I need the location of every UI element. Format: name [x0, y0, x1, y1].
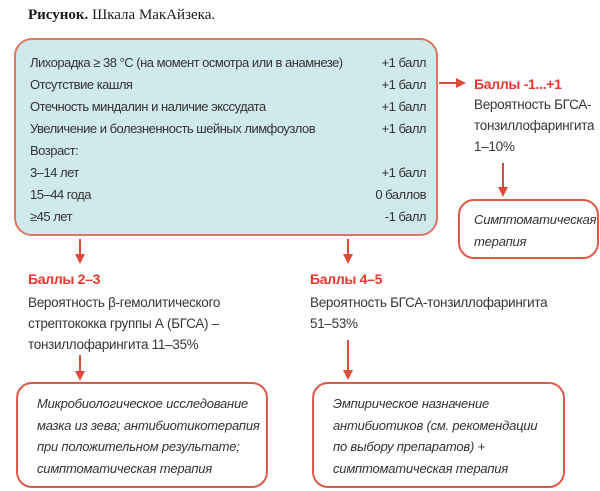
branch-high-outcome-line: антибиотиков (см. рекомендации: [333, 417, 538, 433]
criteria-label: Отсутствие кашля: [30, 77, 133, 92]
criteria-row: 15–44 года 0 баллов: [30, 184, 426, 206]
criteria-row: Возраст:: [30, 140, 426, 162]
criteria-score: +1 балл: [381, 55, 427, 70]
arrow-down-icon: [343, 239, 353, 264]
criteria-label: 15–44 года: [30, 187, 91, 202]
criteria-label: ≥45 лет: [30, 209, 73, 224]
branch-mid-outcome-line: при положительном результате;: [37, 439, 240, 454]
branch-high-probability-line: 51–53%: [310, 316, 358, 331]
branch-low-probability: Вероятность БГСА- тонзиллофарингита 1–10…: [474, 94, 596, 157]
branch-low-probability-line: Вероятность БГСА-: [474, 97, 592, 112]
branch-mid-probability-line: Вероятность β-гемолитического: [28, 295, 221, 310]
branch-mid-heading: Баллы 2–3: [28, 271, 101, 287]
arrow-down-icon: [343, 340, 353, 380]
branch-mid-outcome-line: симптоматическая терапия: [37, 460, 213, 476]
branch-high-heading: Баллы 4–5: [310, 271, 383, 287]
branch-low-outcome-line: Симптоматическая: [474, 212, 597, 227]
branch-low-outcome-box: Симптоматическая терапия: [458, 199, 599, 259]
criteria-label: Лихорадка ≥ 38 °C (на момент осмотра или…: [30, 55, 343, 70]
branch-high-outcome-box: Эмпирическое назначение антибиотиков (см…: [312, 382, 565, 488]
branch-low-outcome-line: терапия: [474, 233, 527, 249]
criteria-score: +1 балл: [381, 165, 427, 180]
branch-mid-probability-line: стрептококка группы А (БГСА) –: [28, 316, 219, 331]
criteria-row: Отечность миндалин и наличие экссудата +…: [30, 96, 427, 118]
branch-mid-probability: Вероятность β-гемолитического стрептокок…: [28, 292, 308, 355]
branch-low-probability-line: тонзиллофарингита: [474, 118, 595, 133]
branch-high-probability-line: Вероятность БГСА-тонзиллофарингита: [310, 295, 548, 310]
criteria-label: 3–14 лет: [30, 165, 79, 180]
arrow-down-icon: [75, 239, 85, 264]
branch-low-heading: Баллы -1...+1: [474, 76, 562, 92]
criteria-label: Возраст:: [30, 143, 79, 158]
branch-high-outcome-line: Эмпирическое назначение: [333, 396, 490, 411]
branch-mid-probability-line: тонзиллофарингита 11–35%: [28, 337, 199, 352]
figure-caption: Рисунок. Шкала МакАйзека.: [28, 7, 215, 24]
branch-high-outcome-line: симптоматическая терапия: [333, 460, 509, 476]
branch-high-outcome-line: по выбору препаратов) +: [333, 439, 485, 454]
criteria-label: Увеличение и болезненность шейных лимфоу…: [30, 121, 316, 136]
figure-caption-text: Шкала МакАйзека.: [88, 7, 216, 23]
branch-mid-outcome-box: Микробиологическое исследование мазка из…: [16, 382, 268, 488]
branch-low-probability-line: 1–10%: [474, 139, 515, 154]
branch-high-probability: Вероятность БГСА-тонзиллофарингита 51–53…: [310, 292, 590, 334]
criteria-score: -1 балл: [384, 209, 427, 224]
criteria-row: Увеличение и болезненность шейных лимфоу…: [30, 118, 427, 140]
criteria-score: 0 баллов: [375, 187, 426, 202]
criteria-row: ≥45 лет -1 балл: [30, 206, 427, 228]
arrow-down-icon: [75, 355, 85, 381]
criteria-box: Лихорадка ≥ 38 °C (на момент осмотра или…: [14, 38, 438, 236]
branch-mid-outcome-line: Микробиологическое исследование: [37, 396, 249, 411]
criteria-score: +1 балл: [381, 99, 427, 114]
criteria-row: Отсутствие кашля +1 балл: [30, 74, 427, 96]
branch-mid-outcome-line: мазка из зева; антибиотикотерапия: [37, 417, 260, 433]
arrow-right-icon: [439, 78, 466, 88]
criteria-score: +1 балл: [381, 121, 427, 136]
criteria-row: 3–14 лет +1 балл: [30, 162, 427, 184]
criteria-score: +1 балл: [381, 77, 427, 92]
criteria-row: Лихорадка ≥ 38 °C (на момент осмотра или…: [30, 52, 427, 74]
figure-caption-label: Рисунок.: [28, 7, 89, 23]
criteria-label: Отечность миндалин и наличие экссудата: [30, 99, 266, 114]
arrow-down-icon: [498, 163, 508, 197]
